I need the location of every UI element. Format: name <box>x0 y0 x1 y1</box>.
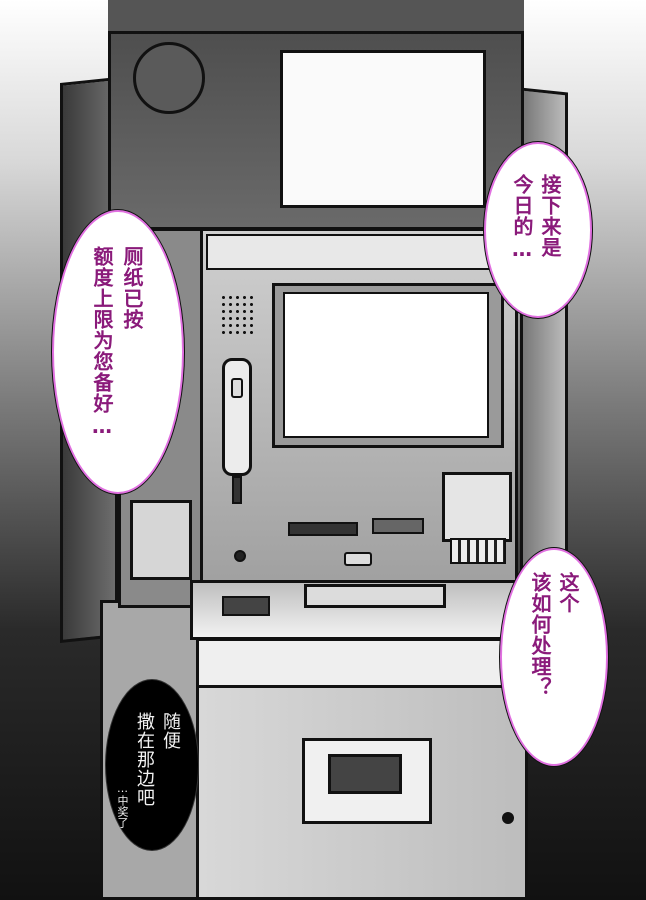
top-display-screen <box>280 50 486 208</box>
speech-bubble-upper-right: 接下来是 今日的… <box>484 142 592 318</box>
main-display-screen[interactable] <box>283 292 489 438</box>
bubble-text-column: 接下来是 <box>538 174 562 258</box>
speech-bubble-left: 厕纸已按 额度上限为您备好… <box>52 210 184 494</box>
keypad-icon[interactable] <box>450 538 506 564</box>
console-knob[interactable] <box>234 550 246 562</box>
receipt-slot[interactable] <box>288 522 358 536</box>
cash-dispenser-opening <box>328 754 402 794</box>
bubble-text-column: 厕纸已按 <box>120 246 144 330</box>
atm-top-strip <box>108 0 524 34</box>
speaker-grille-icon <box>220 294 256 338</box>
bubble-text-column: 该如何处理？ <box>528 572 552 698</box>
paper-stack <box>130 500 192 580</box>
passbook-slot[interactable] <box>372 518 424 534</box>
keypad-hood <box>442 472 512 542</box>
speech-bubble-lower-right: 这个 该如何处理？ <box>500 548 608 766</box>
bubble-text-column: 额度上限为您备好… <box>90 246 114 439</box>
handset-cord <box>232 476 242 504</box>
round-speaker-icon <box>133 42 205 114</box>
handset-button[interactable] <box>231 378 243 398</box>
handset-icon[interactable] <box>222 358 252 476</box>
bubble-text-column: 这个 <box>556 572 580 614</box>
atm-lower-band <box>196 638 528 688</box>
bubble-aside-text: …中奖了 <box>116 782 129 828</box>
speech-bubble-bottom-left: 随便 撒在那边吧 …中奖了 <box>106 680 198 850</box>
lock-bolt-icon <box>502 812 514 824</box>
console-header-strip <box>206 234 512 270</box>
bubble-text-column: 今日的… <box>510 174 534 262</box>
shelf-tray-slot[interactable] <box>304 584 446 608</box>
card-slot-icon[interactable] <box>222 596 270 616</box>
bubble-text-column: 撒在那边吧 <box>134 712 155 807</box>
console-button[interactable] <box>344 552 372 566</box>
bubble-text-column: 随便 <box>160 712 181 750</box>
